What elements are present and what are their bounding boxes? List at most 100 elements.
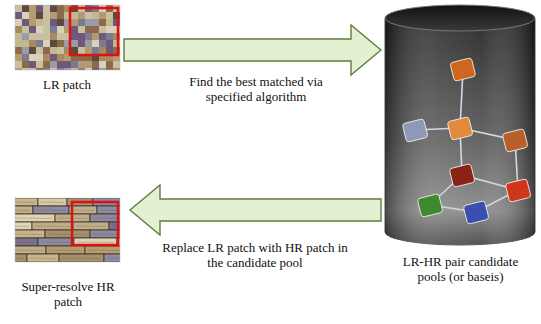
lr-pixel <box>29 40 36 47</box>
wood-grain <box>15 218 52 220</box>
lr-pixel <box>57 47 64 54</box>
node-label: LR-HR pair candidate pools (or baseis) <box>392 255 530 285</box>
lr-pixel <box>85 40 92 47</box>
database-cylinder <box>385 5 535 31</box>
lr-pixel <box>85 33 92 40</box>
lr-pixel <box>92 33 99 40</box>
lr-pixel <box>106 40 113 47</box>
lr-patch-frame <box>15 5 120 70</box>
wood-grain <box>15 226 29 228</box>
lr-pixel <box>50 12 57 19</box>
hr-plank <box>27 254 59 262</box>
lr-pixel <box>71 47 78 54</box>
wood-grain <box>15 234 42 236</box>
lr-pixel <box>50 26 57 33</box>
lr-pixel <box>57 54 64 61</box>
lr-pixel <box>92 26 99 33</box>
block-arrow <box>124 25 381 75</box>
lr-pixel <box>22 47 29 54</box>
lr-pixel <box>36 33 43 40</box>
lr-pixel <box>15 68 22 70</box>
lr-pixel <box>85 68 92 70</box>
lr-pixel <box>36 40 43 47</box>
wood-grain <box>15 258 24 260</box>
lr-pixel <box>92 12 99 19</box>
node-label: LR patch <box>12 78 122 93</box>
lr-pixel <box>92 61 99 68</box>
lr-pixel <box>71 33 78 40</box>
wood-grain <box>15 202 35 204</box>
lr-pixel <box>36 68 43 70</box>
hr-patch-image <box>15 198 120 262</box>
lr-pixel <box>22 33 29 40</box>
lr-pixel <box>15 19 22 26</box>
wood-grain <box>72 210 94 212</box>
hr-plank <box>15 246 46 254</box>
wood-grain <box>41 242 71 244</box>
lr-pixel <box>43 40 50 47</box>
lr-pixel <box>15 40 22 47</box>
lr-pixel <box>29 19 36 26</box>
hr-plank <box>33 206 69 214</box>
wood-grain <box>30 258 56 260</box>
arrow-label: Find the best matched via specified algo… <box>180 75 332 105</box>
lr-pixel <box>50 68 57 70</box>
lr-patch-image <box>15 5 120 70</box>
lr-pixel <box>64 68 71 70</box>
lr-pixel <box>78 12 85 19</box>
hr-plank <box>15 222 32 230</box>
lr-pixel <box>43 5 50 12</box>
hr-plank <box>59 254 104 262</box>
pool-tiles <box>502 129 528 153</box>
lr-pixel <box>22 54 29 61</box>
database-cylinder <box>385 18 535 245</box>
lr-pixel <box>22 61 29 68</box>
lr-pixel <box>85 12 92 19</box>
lr-pixel <box>43 33 50 40</box>
lr-pixel <box>57 5 64 12</box>
lr-pixel <box>71 19 78 26</box>
lr-pixel <box>15 5 22 12</box>
hr-plank <box>15 214 55 222</box>
hr-plank <box>73 222 109 230</box>
hr-plank <box>104 254 120 262</box>
lr-pixel <box>36 12 43 19</box>
arrow-label: Replace LR patch with HR patch in the ca… <box>156 241 354 271</box>
lr-pixel <box>43 19 50 26</box>
lr-pixel <box>64 61 71 68</box>
lr-pixel <box>43 68 50 70</box>
lr-pixel <box>99 68 106 70</box>
hr-plank <box>46 246 85 254</box>
hr-plank <box>90 230 120 238</box>
lr-pixel <box>50 47 57 54</box>
pool-tiles <box>402 58 531 225</box>
lr-pixel <box>78 61 85 68</box>
lr-pixel <box>78 47 85 54</box>
lr-pixel <box>43 54 50 61</box>
lr-pixel <box>15 61 22 68</box>
node-label: Super-resolve HR patch <box>9 280 127 310</box>
lr-pixel <box>78 19 85 26</box>
pool-tiles <box>463 201 489 225</box>
lr-pixel <box>106 47 113 54</box>
lr-pixel <box>15 26 22 33</box>
wood-grain <box>41 202 64 204</box>
lr-pixel <box>99 61 106 68</box>
hr-plank <box>85 246 120 254</box>
pool-tiles <box>449 164 475 188</box>
lr-pixel <box>57 61 64 68</box>
hr-plank <box>15 198 38 206</box>
database-cylinder <box>385 5 535 245</box>
wood-grain <box>62 258 101 260</box>
lr-pixel <box>50 54 57 61</box>
hr-plank <box>32 222 73 230</box>
hr-plank <box>15 230 45 238</box>
lr-pixel <box>78 33 85 40</box>
pool-tiles <box>505 179 531 203</box>
lr-pixel <box>85 26 92 33</box>
wood-grain <box>36 210 66 212</box>
lr-pixel <box>99 26 106 33</box>
lr-pixel <box>43 47 50 54</box>
lr-pixel <box>106 68 113 70</box>
